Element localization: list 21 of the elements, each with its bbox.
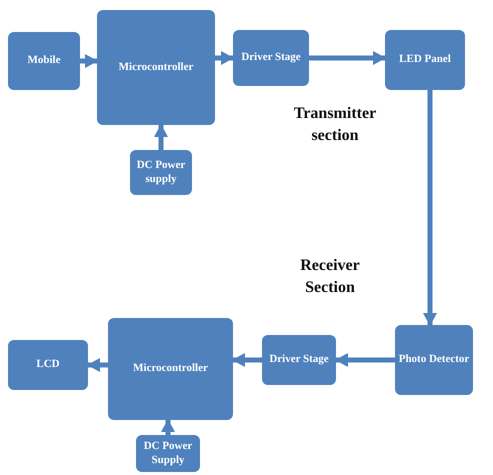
section-label: Transmitter section — [292, 104, 378, 146]
arrow — [87, 358, 108, 372]
process-box: Photo Detector — [395, 325, 473, 395]
process-box: LED Panel — [385, 30, 465, 90]
arrow — [335, 353, 395, 367]
arrow — [80, 54, 98, 68]
process-box: DC Power Supply — [136, 435, 200, 472]
arrow — [423, 90, 437, 326]
process-box: DC Power supply — [130, 150, 192, 195]
arrow — [161, 419, 175, 435]
arrow — [215, 51, 234, 65]
process-box: Microcontroller — [97, 10, 215, 125]
section-label: Receiver Section — [299, 256, 361, 298]
arrow — [154, 124, 168, 150]
process-box: LCD — [8, 340, 88, 390]
process-box: Mobile — [8, 32, 80, 90]
process-box: Microcontroller — [108, 318, 233, 420]
arrow — [309, 51, 386, 65]
process-box: Driver Stage — [262, 335, 336, 385]
arrow — [232, 353, 262, 367]
process-box: Driver Stage — [233, 30, 309, 86]
